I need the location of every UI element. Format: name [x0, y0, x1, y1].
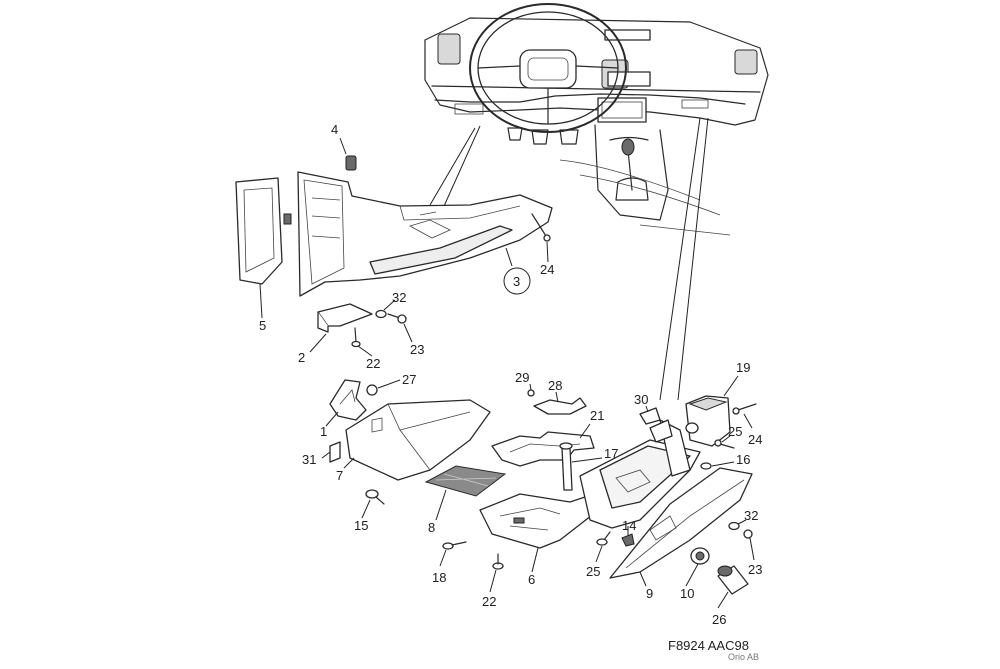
callout-3: 3: [513, 274, 520, 289]
callout-32-right: 32: [744, 508, 758, 523]
callout-28: 28: [548, 378, 562, 393]
leader-line: [677, 117, 709, 401]
dashboard-inset-illustration: [424, 3, 769, 236]
callout-17: 17: [604, 446, 618, 461]
callout-4: 4: [331, 122, 338, 137]
leader-line: [659, 117, 701, 401]
callout-10: 10: [680, 586, 694, 601]
callout-32: 32: [392, 290, 406, 305]
callout-16: 16: [736, 452, 750, 467]
callout-26: 26: [712, 612, 726, 627]
callout-labels: 4 5 2 22 32 23 3 24 27 1 31 7 15 8 18 22…: [259, 122, 762, 627]
callout-29: 29: [515, 370, 529, 385]
callout-22: 22: [366, 356, 380, 371]
callout-6: 6: [528, 572, 535, 587]
callout-25-lower: 25: [586, 564, 600, 579]
callout-23-right: 23: [748, 562, 762, 577]
callout-30: 30: [634, 392, 648, 407]
lower-dash-panel-assembly: [235, 155, 553, 348]
callout-1: 1: [320, 424, 327, 439]
callout-24: 24: [540, 262, 554, 277]
callout-7: 7: [336, 468, 343, 483]
callout-23: 23: [410, 342, 424, 357]
callout-8: 8: [428, 520, 435, 535]
callout-22-lower: 22: [482, 594, 496, 609]
callout-15: 15: [354, 518, 368, 533]
callout-leaders: [259, 137, 755, 609]
callout-24-right: 24: [748, 432, 762, 447]
callout-19: 19: [736, 360, 750, 375]
credit-label: Orio AB: [728, 652, 759, 662]
callout-27: 27: [402, 372, 416, 387]
callout-9: 9: [646, 586, 653, 601]
callout-18: 18: [432, 570, 446, 585]
center-console-assembly: [329, 379, 757, 595]
callout-2: 2: [298, 350, 305, 365]
figure-id: F8924 AAC98: [668, 638, 749, 653]
callout-14: 14: [622, 518, 636, 533]
leader-line: [439, 125, 481, 216]
callout-25: 25: [728, 424, 742, 439]
callout-5: 5: [259, 318, 266, 333]
leader-line: [429, 127, 476, 206]
callout-3-circle: [503, 267, 531, 295]
callout-31: 31: [302, 452, 316, 467]
callout-21: 21: [590, 408, 604, 423]
